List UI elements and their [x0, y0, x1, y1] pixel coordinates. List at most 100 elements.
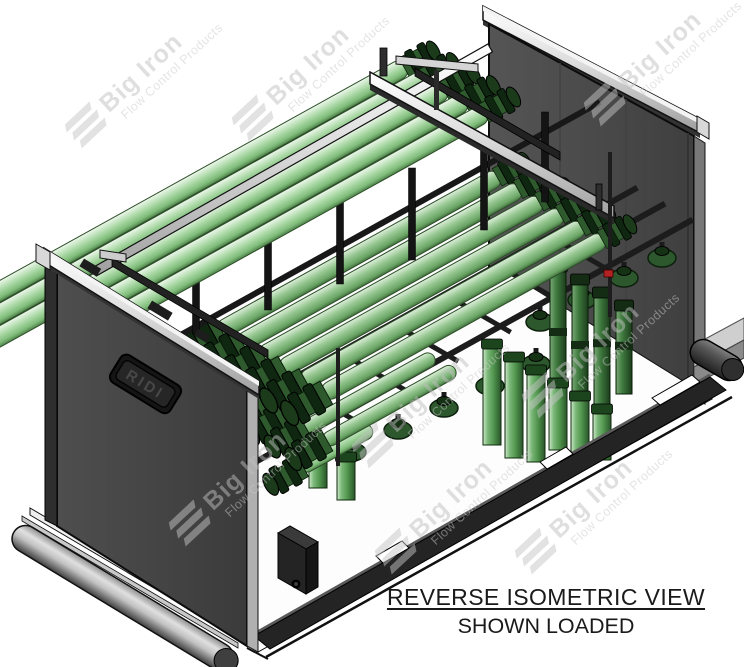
- skid-front-edge-rail2: [21, 515, 239, 649]
- watermark-stripes-logo: [583, 79, 611, 111]
- skid-side-rail: [253, 376, 727, 650]
- holddown-hook-near: [99, 249, 127, 263]
- watermark-stripes-logo: [521, 371, 549, 403]
- watermark-stripes-logo: [168, 499, 196, 531]
- valve-fitting: [609, 262, 639, 288]
- corner-pipe-roller: [689, 338, 744, 382]
- skid-side-rail-assembly: [253, 317, 744, 659]
- watermark-stripes-logo: [366, 437, 394, 469]
- watermark-stripes-logo: [64, 101, 92, 133]
- vertical-pipe-body: [504, 357, 524, 459]
- near-wall-top-rail-highlight: [44, 248, 259, 386]
- vertical-pipe-collar: [614, 299, 634, 312]
- near-wall-rail-endcap: [35, 243, 51, 271]
- vertical-pipe-band: [571, 341, 589, 349]
- watermark-stripes-logo: [536, 387, 564, 419]
- vertical-pipe-collar: [481, 338, 503, 350]
- coupling-face: [622, 214, 638, 235]
- vertical-pipe-bright: [335, 451, 357, 501]
- spreader-hook-left: [379, 47, 388, 77]
- coupling-face: [280, 399, 300, 427]
- spreader-hook-right: [595, 183, 603, 211]
- skid-corner-edge: [246, 647, 269, 660]
- front-pipe-roller: [11, 524, 239, 667]
- vertical-pipe-band: [593, 339, 611, 348]
- vertical-pipe-dark: [614, 299, 634, 395]
- side-rail-top-highlight: [253, 373, 711, 636]
- watermark-stripes-logo: [351, 421, 379, 453]
- far-wall-rail-endcap: [696, 115, 710, 140]
- top-frame-hardware: [91, 43, 615, 359]
- rail-end-notch: [651, 374, 701, 406]
- rack-frame: [148, 99, 602, 355]
- spreader-tee-bar: [395, 55, 479, 73]
- hammer-union-coupling: [458, 75, 502, 112]
- watermark-stripes-logo: [359, 429, 387, 461]
- vertical-pipe-bright: [481, 338, 503, 446]
- watermark-stripes-logo: [231, 94, 259, 126]
- spreader-bar-shadow: [370, 84, 614, 224]
- skid-bottom-flange: [265, 395, 733, 659]
- vertical-pipe-collar: [525, 364, 547, 376]
- rail-clamp: [79, 258, 102, 277]
- view-caption-subtitle: SHOWN LOADED: [457, 614, 635, 639]
- coupling-face: [263, 434, 282, 459]
- hammer-union-coupling: [284, 429, 334, 472]
- near-wall-edge-post: [246, 387, 259, 653]
- valve-fitting: [383, 414, 413, 440]
- watermark-stripes-logo: [183, 515, 211, 547]
- far-wall-edge-post: [693, 135, 706, 405]
- holddown-crossbar-far: [414, 67, 561, 161]
- watermark-stripes-logo: [529, 379, 557, 411]
- vertical-pipe-collar: [503, 351, 525, 363]
- rack-post: [541, 111, 549, 203]
- vertical-pipe-collar: [591, 403, 613, 415]
- far-wall-top-rail-highlight: [483, 6, 700, 124]
- watermark-stripes-logo: [72, 109, 100, 141]
- valve-fitting: [429, 392, 459, 418]
- valve-cap: [654, 246, 670, 256]
- junction-box: [277, 525, 319, 595]
- rail-clamp: [147, 300, 173, 321]
- red-valve-handle: [603, 269, 614, 278]
- rail-clamp: [193, 328, 211, 343]
- near-wall-left-edge: [44, 261, 58, 527]
- rack-post: [408, 167, 416, 261]
- valve-fitting: [647, 242, 677, 268]
- watermark-stripes-logo: [591, 87, 619, 119]
- tiedown-rod: [336, 348, 340, 466]
- vertical-pipe-band: [615, 341, 633, 350]
- junction-box-port-center: [294, 582, 298, 586]
- spreader-link: [434, 70, 439, 110]
- near-end-wall: RIDI: [11, 243, 269, 667]
- valve-cap: [616, 266, 632, 276]
- coupling-face: [284, 446, 303, 472]
- watermark-stripes-logo: [246, 110, 274, 142]
- valve-cap: [528, 352, 544, 362]
- watermark-stripes-logo: [382, 535, 410, 567]
- tiedown-rod: [608, 152, 612, 317]
- vertical-pipe-collar: [570, 273, 590, 286]
- watermark-stripes-logo: [522, 535, 550, 567]
- vertical-pipe-band: [549, 328, 567, 336]
- hammer-union-coupling: [280, 380, 334, 427]
- vertical-pipe-bright: [503, 351, 525, 459]
- tiedown-rods: [336, 152, 614, 466]
- watermark-stripes-logo: [389, 543, 417, 575]
- coupling-face: [262, 472, 280, 496]
- watermark-stripes-logo: [176, 507, 204, 539]
- watermark-stripes-logo: [374, 527, 402, 559]
- holddown-crossbar-near: [111, 257, 269, 359]
- rack-mid-rail: [148, 99, 602, 355]
- valve-cap: [390, 418, 406, 428]
- watermark-stripes-logo: [598, 95, 626, 127]
- vertical-pipe-dark: [592, 286, 612, 408]
- view-caption: REVERSE ISOMETRIC VIEW SHOWN LOADED: [368, 584, 724, 639]
- watermark-stripes-logo: [239, 102, 267, 134]
- coupling-face: [259, 387, 279, 414]
- rack-post: [336, 199, 344, 285]
- view-caption-title: REVERSE ISOMETRIC VIEW: [386, 584, 706, 610]
